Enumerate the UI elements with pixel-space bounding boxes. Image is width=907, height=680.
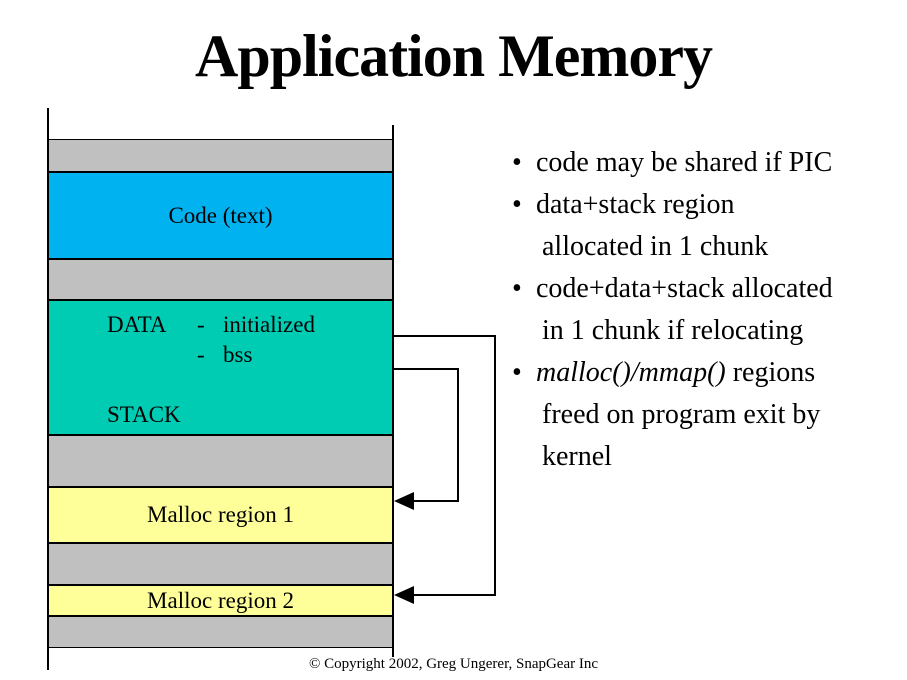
bullet-dot: • (512, 189, 522, 220)
spacer-band-4 (48, 543, 393, 585)
bullet-dot: • (512, 357, 522, 388)
bullet-text: code may be shared if PIC (536, 147, 833, 178)
malloc-region-2-block: Malloc region 2 (48, 585, 393, 616)
bullet-text: freed on program exit by (542, 399, 821, 430)
bullet-text: code+data+stack allocated (536, 273, 833, 304)
bullet-line: • data+stack region (512, 184, 907, 226)
bullet-line: • code may be shared if PIC (512, 142, 907, 184)
malloc-region-2-arrow-icon (394, 586, 414, 604)
spacer-band-5 (48, 616, 393, 648)
bullet-dot: • (512, 147, 522, 178)
connector-inner-top-line (393, 368, 459, 370)
data-dash-1: - (197, 312, 205, 337)
connector-inner-bottom-line (411, 500, 459, 502)
copyright-footer: © Copyright 2002, Greg Ungerer, SnapGear… (308, 656, 599, 672)
connector-outer-vertical-line (494, 335, 496, 595)
malloc-region-1-label: Malloc region 1 (147, 502, 294, 527)
data-label: DATA (107, 312, 167, 337)
connector-inner-vertical-line (457, 368, 459, 502)
bullet-continuation-line: allocated in 1 chunk (512, 226, 907, 268)
slide-title: Application Memory (195, 23, 713, 89)
bullet-continuation-line: freed on program exit by (512, 394, 907, 436)
memory-axis-right-line (392, 125, 394, 657)
malloc-region-1-block: Malloc region 1 (48, 487, 393, 543)
malloc-region-2-label: Malloc region 2 (147, 587, 294, 613)
data-dash-2: - (197, 342, 205, 367)
bullet-text: allocated in 1 chunk (542, 231, 769, 262)
spacer-band-1 (48, 139, 393, 172)
code-block-label: Code (text) (168, 202, 273, 228)
bullet-continuation-line: in 1 chunk if relocating (512, 310, 907, 352)
connector-outer-top-line (393, 335, 496, 337)
stack-label: STACK (107, 402, 181, 427)
connector-outer-bottom-line (411, 594, 496, 596)
spacer-band-3 (48, 435, 393, 487)
bullet-dot: • (512, 273, 522, 304)
bullet-continuation-line: kernel (512, 436, 907, 478)
malloc-region-1-arrow-icon (394, 492, 414, 510)
data-bss-label: bss (223, 342, 253, 367)
spacer-band-2 (48, 259, 393, 300)
bullet-line: • malloc()/mmap() regions (512, 352, 907, 394)
code-block: Code (text) (48, 172, 393, 259)
bullet-line: • code+data+stack allocated (512, 268, 907, 310)
bullet-text: data+stack region (536, 189, 735, 220)
bullet-text: in 1 chunk if relocating (542, 315, 804, 346)
data-initialized-label: initialized (223, 312, 315, 337)
bullet-text: malloc()/mmap() regions (536, 357, 816, 388)
bullet-text: kernel (542, 441, 612, 472)
data-stack-block: DATA - initialized - bss STACK (48, 300, 393, 435)
bullet-list: • code may be shared if PIC • data+stack re… (512, 142, 907, 478)
